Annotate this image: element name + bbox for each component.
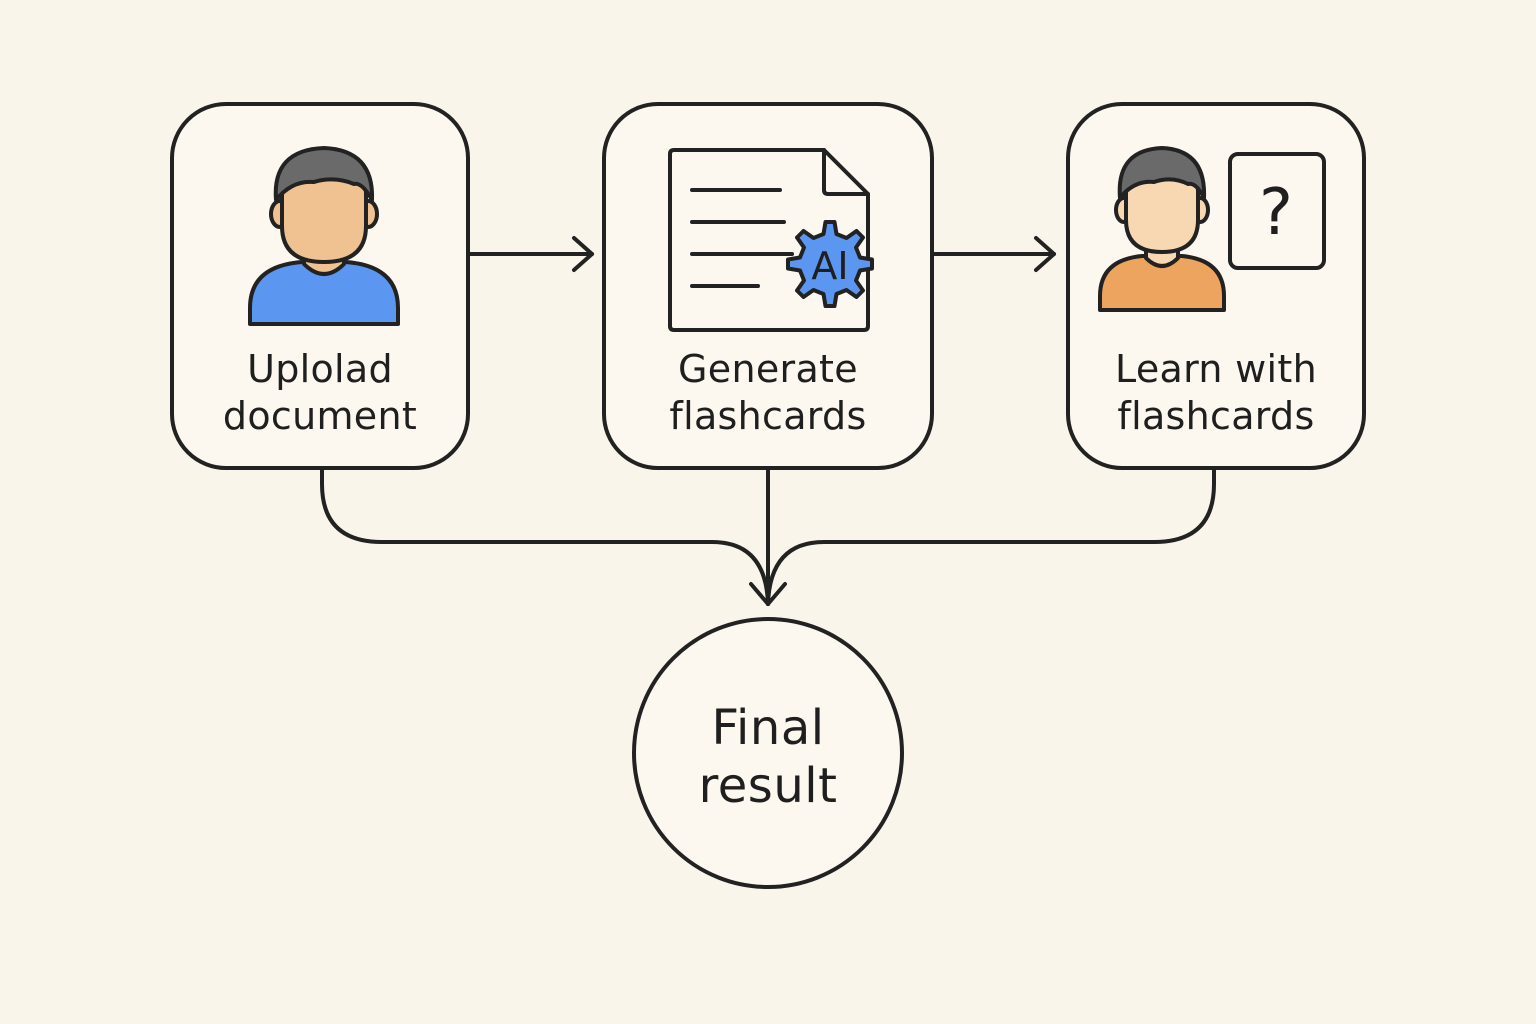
question-card-icon: ? [1228, 152, 1326, 270]
step-upload-document: Uplolad document [170, 102, 470, 470]
step-label: Learn with flashcards [1070, 346, 1362, 440]
step-label-line: document [222, 394, 418, 438]
step-label-line: flashcards [669, 394, 867, 438]
document-ai-gear-icon: AI [668, 148, 874, 332]
final-result-node: Final result [632, 617, 904, 889]
connector-learn-to-result [766, 468, 1216, 606]
step-label: Uplolad document [174, 346, 466, 440]
step-label-line: flashcards [1117, 394, 1315, 438]
step-learn-with-flashcards: ? Learn with flashcards [1066, 102, 1366, 470]
gear-icon [786, 220, 874, 308]
step-label-line: Generate [678, 347, 858, 391]
step-generate-flashcards: AI Generate flashcards [602, 102, 934, 470]
arrow-generate-to-learn [932, 236, 1056, 272]
arrowhead-into-result [749, 582, 787, 606]
arrow-upload-to-generate [468, 236, 594, 272]
final-label-line: Final [711, 700, 825, 756]
final-label-line: result [698, 758, 838, 814]
final-result-label: Final result [636, 699, 900, 815]
question-mark: ? [1259, 176, 1293, 250]
step-label-line: Uplolad [247, 347, 393, 391]
ai-badge-text: AI [811, 244, 848, 288]
user-upload-icon [248, 146, 400, 326]
step-label-line: Learn with [1115, 347, 1317, 391]
connector-upload-to-result [320, 468, 770, 606]
user-learning-icon [1098, 146, 1226, 312]
step-label: Generate flashcards [606, 346, 930, 440]
